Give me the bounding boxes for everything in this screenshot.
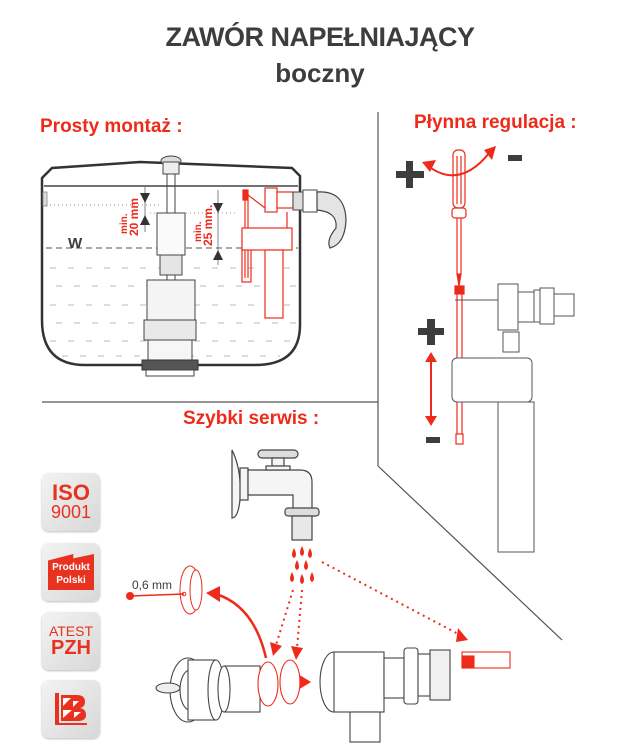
faucet <box>231 449 320 541</box>
badge-iso-line1: ISO <box>52 480 90 505</box>
badge-pp-line2: Polski <box>56 575 86 586</box>
diagonal-divider <box>377 465 563 641</box>
dimension-arrows <box>140 187 223 265</box>
section-dividers <box>42 112 563 641</box>
dim2-value: 25 mm. <box>201 205 215 246</box>
orifice-disc <box>179 565 203 615</box>
water-drops <box>290 546 314 584</box>
badge-iso-line2: 9001 <box>50 502 92 522</box>
adjustment-diagram <box>396 146 575 553</box>
service-diagram <box>126 449 511 743</box>
flush-valve <box>141 155 199 377</box>
section-title-installation: Prosty montaż : <box>40 116 183 137</box>
dim1-value: 20 mm <box>127 198 141 236</box>
section-title-service: Szybki serwis : <box>183 408 320 429</box>
exploded-parts <box>155 647 451 743</box>
manufacturer-logo-icon <box>55 693 87 725</box>
orifice-label: 0,6 mm <box>132 578 172 592</box>
badge-pzh-line2: PZH <box>51 637 91 659</box>
badge-pp-line1: Produkt <box>52 562 90 573</box>
minus-icon-top <box>508 155 522 161</box>
orifice-marker <box>126 592 134 600</box>
seal-disc <box>257 661 279 707</box>
page-subtitle: boczny <box>275 58 365 88</box>
badge-produkt-polski: Produkt Polski <box>42 543 100 601</box>
dim1-prefix: min. <box>119 213 130 234</box>
cistern-diagram <box>40 155 347 377</box>
rotate-arrow <box>427 151 491 177</box>
curved-arrow <box>215 592 268 659</box>
section-title-adjustment: Płynna regulacja : <box>414 112 577 133</box>
minus-icon-bottom <box>426 437 440 443</box>
badge-iso-9001: ISO 9001 <box>42 473 100 531</box>
screwdriver <box>451 149 467 287</box>
water-level-label: W <box>68 235 83 252</box>
badge-atest-pzh: ATEST PZH <box>42 612 100 670</box>
page-title: ZAWÓR NAPEŁNIAJĄCY <box>165 22 475 52</box>
membrane <box>279 659 301 705</box>
badge-manufacturer-logo <box>42 680 100 738</box>
fill-valve-red <box>241 187 294 319</box>
fill-valve-body <box>451 283 575 553</box>
dim2-prefix: min. <box>193 221 204 242</box>
badge-pzh-line1: ATEST <box>48 623 94 639</box>
supply-hose <box>292 189 347 249</box>
